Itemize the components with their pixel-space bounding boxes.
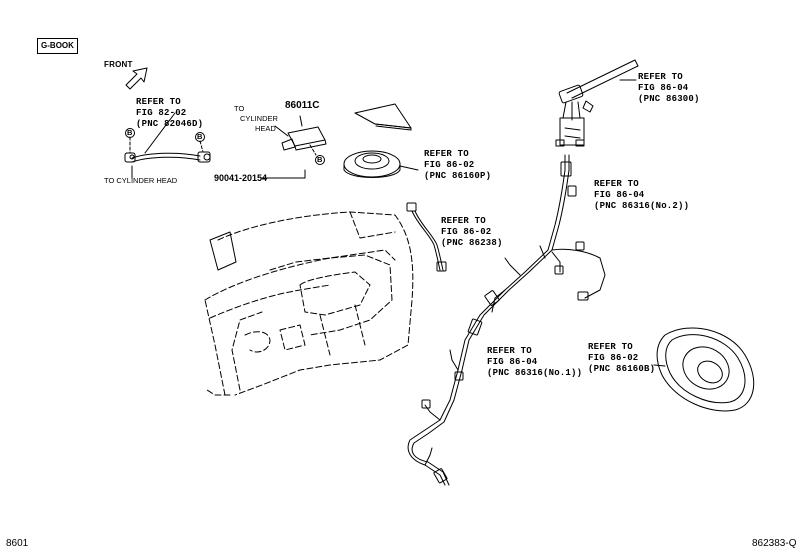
speaker-small	[344, 151, 418, 178]
callout-86160p-line1: REFER TO	[424, 149, 469, 159]
callout-86238-line2: FIG 86-02	[441, 227, 492, 237]
bolt-marker-b1-label: B	[127, 128, 133, 137]
front-label: FRONT	[104, 60, 133, 69]
callout-86160b-line3: (PNC 86160B)	[588, 364, 656, 374]
part-number-90041-20154: 90041-20154	[214, 173, 268, 183]
callout-fig82-line3: (PNC 82046D)	[136, 119, 204, 129]
to-cylinder-head-top-1: TO	[234, 104, 245, 113]
callout-86316-no1-line3: (PNC 86316(No.1))	[487, 368, 583, 378]
g-book-badge: G-BOOK	[37, 38, 78, 54]
callout-86300-line1: REFER TO	[638, 72, 683, 82]
callout-86160b-line2: FIG 86-02	[588, 353, 639, 363]
footer-right-code: 862383-Q	[752, 538, 797, 549]
callout-fig82-line1: REFER TO	[136, 97, 181, 107]
callout-86316-no1-line1: REFER TO	[487, 346, 532, 356]
callout-fig82-line2: FIG 82-02	[136, 108, 187, 118]
callout-86238-line1: REFER TO	[441, 216, 486, 226]
callout-86316-no2-line1: REFER TO	[594, 179, 639, 189]
bolt-marker-b3	[316, 156, 325, 165]
callout-86316-no2-line2: FIG 86-04	[594, 190, 645, 200]
to-cylinder-head-top-2: CYLINDER	[240, 114, 278, 123]
footer-left-code: 8601	[6, 538, 29, 549]
antenna	[556, 60, 638, 146]
speaker-large	[654, 328, 754, 411]
trim-panel	[355, 104, 411, 130]
ground-strap	[125, 113, 210, 178]
front-arrow-icon	[126, 68, 147, 89]
bolt-marker-b2	[196, 133, 205, 142]
callout-86160b-line1: REFER TO	[588, 342, 633, 352]
cable-86238	[407, 203, 446, 271]
dashboard-outline	[205, 212, 413, 395]
main-harness	[408, 155, 605, 485]
callout-86300-line2: FIG 86-04	[638, 83, 689, 93]
to-cylinder-head-top-3: HEAD	[255, 124, 276, 133]
callout-86160p-line2: FIG 86-02	[424, 160, 475, 170]
callout-86238-line3: (PNC 86238)	[441, 238, 503, 248]
bolt-marker-b2-label: B	[197, 132, 203, 141]
callout-86316-no1-line2: FIG 86-04	[487, 357, 538, 367]
callout-86300-line3: (PNC 86300)	[638, 94, 700, 104]
callout-86160p-line3: (PNC 86160P)	[424, 171, 492, 181]
bolt-marker-b3-label: B	[317, 155, 323, 164]
module-86011c	[262, 116, 326, 178]
part-number-86011c: 86011C	[285, 100, 320, 111]
callout-86316-no2-line3: (PNC 86316(No.2))	[594, 201, 690, 211]
to-cylinder-head-bottom: TO CYLINDER HEAD	[104, 176, 178, 185]
bolt-marker-b1	[126, 129, 135, 138]
